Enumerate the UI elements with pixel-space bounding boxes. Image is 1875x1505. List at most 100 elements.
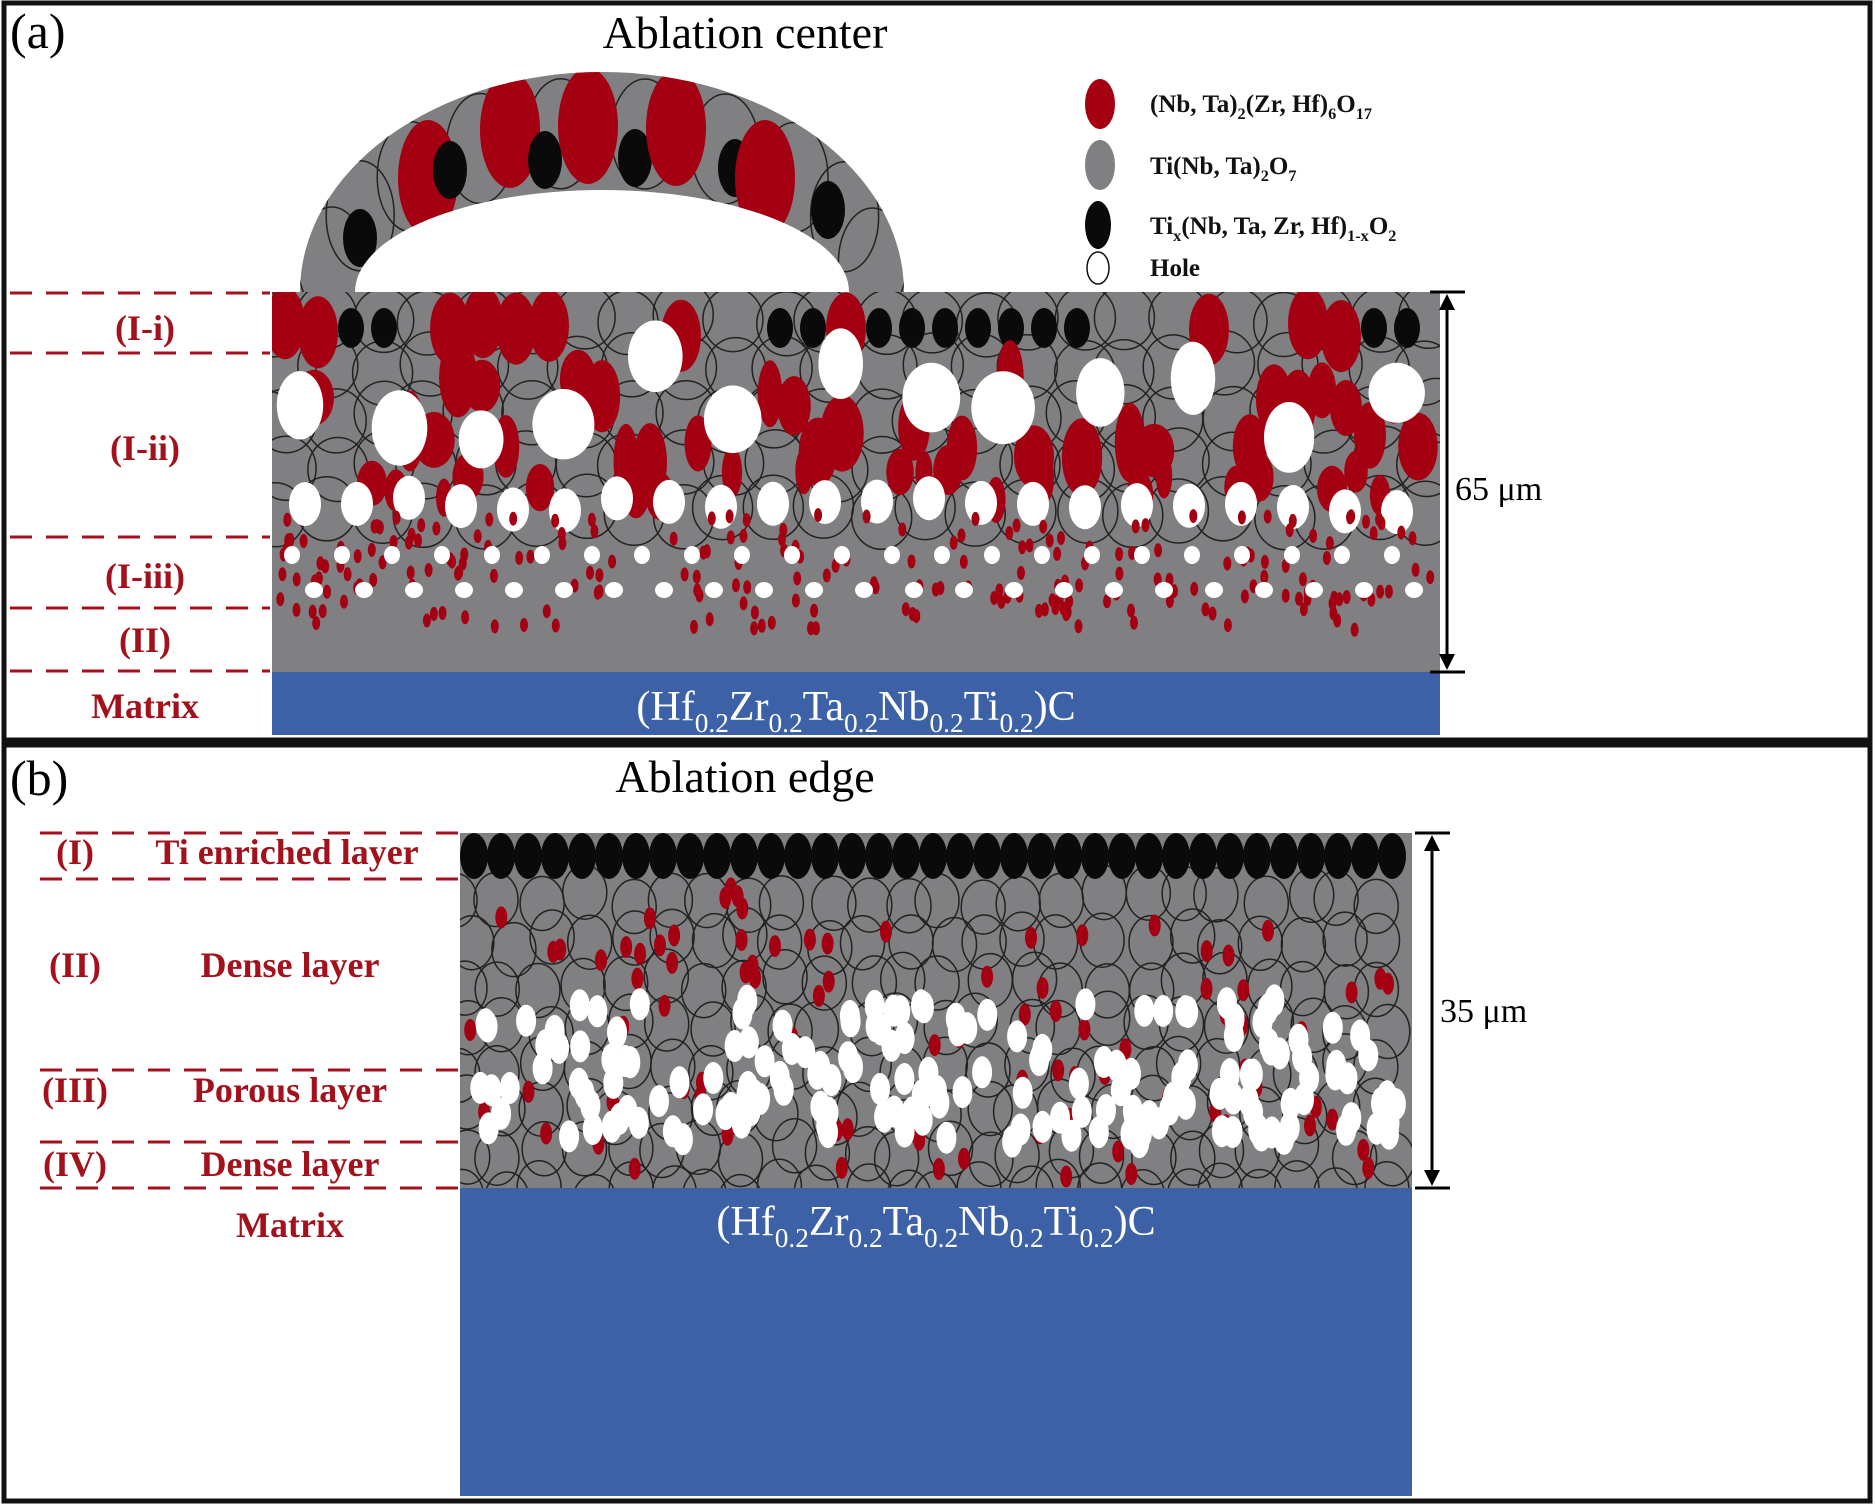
precipitate <box>1426 570 1435 585</box>
formula-part: Ti <box>964 684 1000 730</box>
precipitate <box>473 529 482 544</box>
hole <box>874 1100 895 1133</box>
precipitate <box>739 528 748 543</box>
precipitate <box>1285 523 1294 538</box>
hole <box>984 546 1000 564</box>
hole <box>818 1116 838 1149</box>
rutile-phase <box>899 308 925 348</box>
hole <box>1105 582 1123 598</box>
oxide-17-phase <box>272 292 305 360</box>
hole <box>1264 402 1315 473</box>
precipitate <box>392 510 401 525</box>
precipitate <box>726 530 735 545</box>
legend: (Nb, Ta)2(Zr, Hf)6O17 Ti(Nb, Ta)2O7 Tix(… <box>1085 79 1396 285</box>
rutile-phase <box>1361 308 1387 348</box>
hole <box>905 582 923 598</box>
precipitate <box>1384 584 1393 599</box>
precipitate <box>705 612 714 627</box>
precipitate <box>316 556 325 571</box>
precipitate <box>750 621 759 636</box>
precipitate <box>634 942 647 965</box>
precipitate <box>587 512 596 527</box>
hole <box>781 1033 802 1065</box>
precipitate <box>1200 940 1213 963</box>
oxide-17-phase <box>558 72 618 184</box>
precipitate <box>424 563 433 577</box>
layer-num-II: (II) <box>49 945 101 985</box>
layer-name-I: Ti enriched layer <box>155 832 418 872</box>
hole <box>405 582 423 598</box>
formula-part: Ti(Nb, Ta) <box>1150 153 1261 180</box>
rutile-phase <box>618 129 652 187</box>
precipitate <box>995 583 1004 598</box>
hole <box>913 476 945 521</box>
precipitate <box>699 545 708 560</box>
layer-num-I: (I) <box>56 832 94 872</box>
hole <box>1211 1115 1232 1148</box>
hole <box>555 582 573 598</box>
ti-enriched-grain <box>703 833 731 879</box>
hole <box>818 328 863 400</box>
hole <box>1121 483 1153 528</box>
rutile-phase <box>343 209 377 267</box>
formula-part: Zr <box>729 684 769 730</box>
hole <box>821 1064 842 1097</box>
grain-outline <box>1364 1161 1410 1188</box>
precipitate <box>1040 602 1049 617</box>
precipitate <box>1115 566 1124 581</box>
hole <box>1255 582 1273 598</box>
precipitate <box>732 578 740 593</box>
grain-outline <box>515 962 561 1019</box>
hole <box>1170 341 1216 415</box>
precipitate <box>353 549 362 564</box>
grain-outline <box>460 873 478 928</box>
hole <box>772 1009 793 1042</box>
hole <box>1336 1113 1357 1146</box>
precipitate <box>1125 1163 1138 1185</box>
precipitate <box>803 928 816 951</box>
grain-outline <box>1322 911 1368 967</box>
hole <box>1305 582 1323 598</box>
formula-subscript: 17 <box>1356 104 1372 123</box>
hole <box>1234 546 1250 564</box>
precipitate <box>957 528 966 543</box>
hole <box>703 1062 724 1094</box>
formula-part: (Nb, Ta) <box>1150 91 1238 118</box>
precipitate <box>750 605 759 620</box>
hole <box>1155 582 1173 598</box>
precipitate <box>299 534 308 548</box>
precipitate <box>542 604 551 619</box>
precipitate <box>628 1157 641 1180</box>
precipitate <box>1376 584 1385 599</box>
precipitate <box>997 594 1006 609</box>
ti-enriched-grain <box>784 833 812 879</box>
hole <box>693 1093 714 1126</box>
grain-outline <box>1193 867 1239 923</box>
hole <box>1153 995 1174 1027</box>
precipitate <box>1052 1059 1065 1082</box>
hole <box>703 385 762 454</box>
precipitate <box>669 531 678 546</box>
ti-enriched-grain <box>541 833 569 879</box>
legend-label-1: Ti(Nb, Ta)2O7 <box>1150 153 1296 185</box>
hole <box>1134 994 1155 1027</box>
precipitate <box>769 935 781 958</box>
precipitate <box>429 606 438 621</box>
grain-outline <box>1280 917 1327 973</box>
precipitate <box>1127 603 1135 618</box>
hole <box>289 482 321 527</box>
oxide-17-phase <box>480 72 540 188</box>
oxide-17-phase <box>1061 418 1103 497</box>
precipitate <box>1074 619 1083 634</box>
formula-subscript: 0.2 <box>999 708 1033 738</box>
hole <box>952 1076 973 1109</box>
precipitate <box>1299 602 1308 617</box>
grain-outline <box>1313 1167 1358 1188</box>
precipitate <box>455 565 464 580</box>
hole <box>855 582 873 598</box>
formula-subscript: 0.2 <box>844 708 878 738</box>
formula-subscript: 0.2 <box>924 1223 958 1253</box>
grain-outline <box>1035 1158 1081 1188</box>
precipitate <box>448 554 456 569</box>
precipitate <box>719 886 732 909</box>
